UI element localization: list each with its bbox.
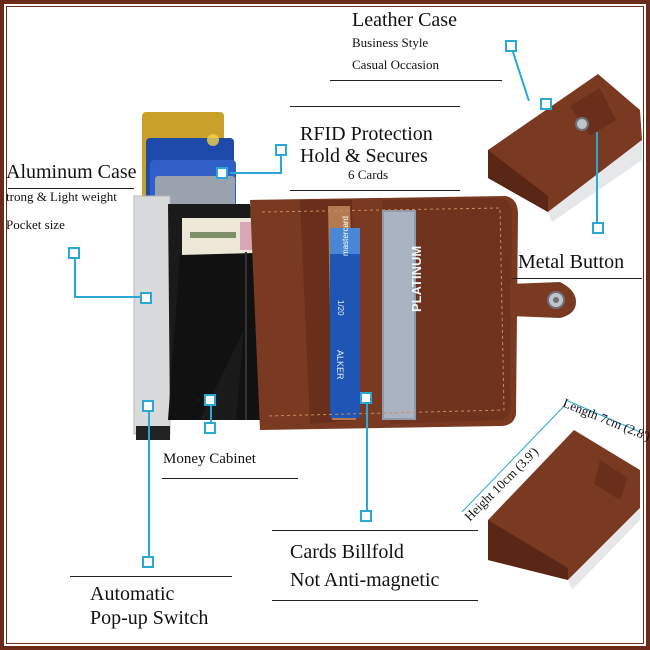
rule-aluminum [8, 188, 134, 189]
rule-rfid-bottom [290, 190, 460, 191]
dimension-guides [461, 399, 641, 513]
leader-line-popup [148, 406, 150, 562]
money-cabinet-label: Money Cabinet [163, 451, 256, 467]
leather-case-line1: Business Style [352, 35, 429, 50]
rule-billfold-top [272, 530, 478, 531]
leather-case-line2: Casual Occasion [352, 57, 440, 72]
leader-line-aluminum-h [74, 296, 146, 298]
aluminum-case-line2: Pocket size [6, 217, 65, 232]
leather-case-title: Leather Case [352, 9, 457, 31]
leader-anchor-icon [216, 167, 228, 179]
rule-leather [330, 80, 502, 81]
rule-popup [70, 576, 232, 577]
leader-line-money [210, 400, 212, 428]
leader-line-metal-button [596, 132, 598, 226]
aluminum-case-title: Aluminum Case [6, 161, 137, 183]
leather-wallet [250, 196, 576, 430]
leader-anchor-icon [68, 247, 80, 259]
rule-rfid-top [290, 106, 460, 107]
leader-anchor-icon [204, 394, 216, 406]
rule-money-cabinet [162, 478, 298, 479]
leader-line-billfold [366, 398, 368, 514]
metal-button-label: Metal Button [518, 251, 625, 273]
card-name-fragment: ALKER [335, 350, 345, 380]
leader-anchor-icon [204, 422, 216, 434]
card-number-fragment: 1/20 [336, 300, 345, 316]
leader-line-rfid [280, 150, 282, 174]
rfid-line2: Hold & Secures [300, 145, 428, 167]
leader-anchor-icon [360, 510, 372, 522]
leader-anchor-icon [142, 556, 154, 568]
leader-anchor-icon [505, 40, 517, 52]
cards-billfold-line1: Cards Billfold [290, 541, 404, 563]
leader-anchor-icon [275, 144, 287, 156]
leader-line-aluminum [74, 254, 76, 298]
cards-billfold-line2: Not Anti-magnetic [290, 569, 440, 591]
popup-switch-line1: Automatic [90, 583, 175, 605]
aluminum-case [133, 195, 171, 440]
rfid-line1: RFID Protection [300, 123, 433, 145]
photo-frame-inner [6, 6, 644, 644]
rfid-line3: 6 Cards [348, 167, 389, 182]
leader-anchor-icon [540, 98, 552, 110]
rule-billfold-bottom [272, 600, 478, 601]
popup-switch-line2: Pop-up Switch [90, 607, 209, 629]
rule-metal-button [512, 278, 642, 279]
leader-anchor-icon [360, 392, 372, 404]
leader-anchor-icon [142, 400, 154, 412]
aluminum-case-line1: trong & Light weight [6, 189, 117, 204]
leader-anchor-icon [140, 292, 152, 304]
platinum-card-print: PLATINUM [409, 245, 424, 312]
leader-anchor-icon [592, 222, 604, 234]
closed-wallet-top [488, 74, 642, 222]
closed-wallet-bottom [488, 430, 640, 590]
leader-line-rfid-h [230, 172, 282, 174]
mastercard-print: mastercard [341, 215, 350, 256]
